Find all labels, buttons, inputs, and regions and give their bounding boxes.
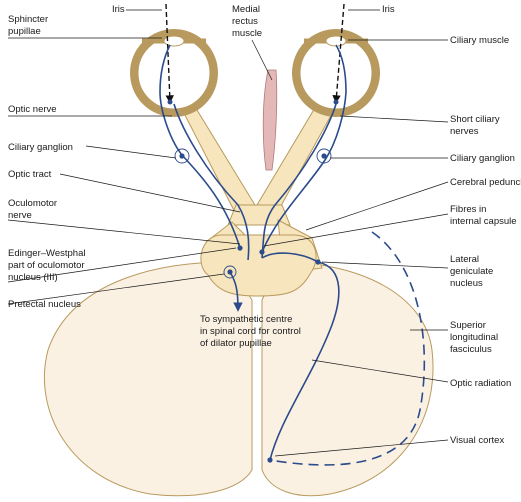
optic-radiation-path (269, 261, 340, 461)
efferent-pathway-right (261, 44, 347, 253)
medial-rectus-muscle (262, 69, 278, 171)
label-iris-left: Iris (112, 4, 125, 15)
label-visual-cortex: Visual cortex (450, 435, 504, 446)
label-sphincter-pupillae: Sphincter pupillae (8, 14, 51, 37)
label-edinger-westphal: Edinger–Westphal part of oculomotor nucl… (8, 248, 88, 283)
label-ciliary-ganglion-left: Ciliary ganglion (8, 142, 73, 153)
label-fibres-internal-capsule: Fibres in internal capsule (450, 204, 517, 227)
afferent-pathway-left (173, 103, 250, 261)
pretectal-ring (223, 265, 237, 279)
geniculate-link (261, 252, 319, 263)
leader-lines (7, 9, 449, 457)
ciliary-ganglion-left-ring (174, 148, 190, 164)
light-ray-left (165, 3, 174, 104)
label-short-ciliary: Short ciliary nerves (450, 114, 502, 137)
label-optic-tract: Optic tract (8, 169, 52, 180)
eye-left (130, 29, 218, 117)
label-oculomotor-nerve: Oculomotor nerve (8, 198, 60, 221)
label-superior-longitudinal: Superior longitudinal fasciculus (450, 320, 501, 355)
label-ciliary-muscle: Ciliary muscle (450, 35, 509, 46)
label-ciliary-ganglion-right: Ciliary ganglion (450, 153, 515, 164)
label-iris-right: Iris (382, 4, 395, 15)
afferent-pathway-right (261, 103, 337, 259)
sympathetic-descending (229, 271, 243, 312)
label-optic-radiation: Optic radiation (450, 378, 511, 389)
label-optic-nerve: Optic nerve (8, 104, 57, 115)
cerebral-hemisphere-left (43, 261, 253, 497)
label-cerebral-peduncle: Cerebral peduncle (450, 177, 521, 188)
label-medial-rectus: Medial rectus muscle (232, 4, 263, 39)
efferent-pathway-left (159, 44, 241, 249)
ciliary-ganglion-right-ring (316, 148, 332, 164)
superior-longitudinal-path (269, 231, 426, 466)
label-sympathetic-centre: To sympathetic centre in spinal cord for… (200, 314, 304, 349)
label-lateral-geniculate: Lateral geniculate nucleus (450, 254, 496, 289)
label-pretectal-nucleus: Pretectal nucleus (8, 299, 81, 310)
optic-chiasm (227, 204, 291, 226)
cerebral-hemisphere-right (261, 261, 434, 497)
nerve-nodes (167, 99, 339, 463)
midbrain (200, 234, 317, 297)
